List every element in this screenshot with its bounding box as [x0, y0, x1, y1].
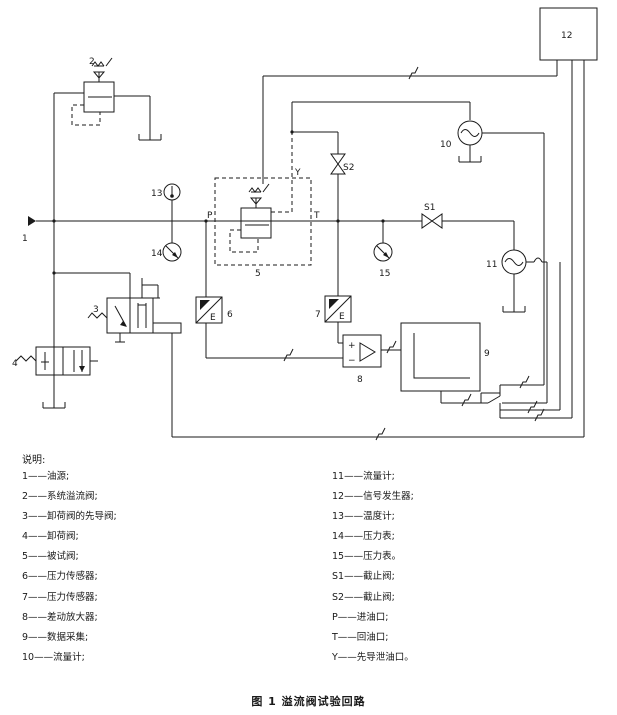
legend-item: 9——数据采集;	[22, 631, 89, 643]
label-11: 11	[486, 260, 497, 270]
legend-item: 6——压力传感器;	[22, 571, 98, 583]
label-10: 10	[440, 140, 452, 150]
legend-item: T——回油口;	[332, 631, 389, 643]
legend-item: 1——油源;	[22, 471, 70, 482]
label-2: 2	[89, 57, 95, 67]
legend-item: 7——压力传感器;	[22, 591, 98, 603]
legend-item: 11——流量计;	[332, 471, 395, 482]
legend-item: 14——压力表;	[332, 531, 395, 543]
legend-item: 10——流量计;	[22, 651, 85, 663]
legend-item: 12——信号发生器;	[332, 491, 414, 503]
legend-item: 5——被试阀;	[22, 551, 79, 563]
label-4: 4	[12, 359, 18, 369]
cutoff-valve-s1	[421, 213, 443, 229]
label-p: P	[207, 211, 213, 221]
pressure-gauge-14	[162, 221, 182, 262]
label-1: 1	[22, 234, 28, 244]
label-s1: S1	[424, 203, 435, 213]
label-14: 14	[151, 249, 163, 259]
pressure-sensor-7: E	[324, 295, 352, 344]
thermometer	[163, 183, 181, 221]
label-6: 6	[227, 310, 233, 320]
differential-amplifier: + −	[342, 334, 401, 368]
legend-item: S1——截止阀;	[332, 571, 395, 583]
main-pressure-line	[28, 216, 515, 250]
flow-meter-11	[501, 249, 547, 313]
svg-text:−: −	[348, 356, 356, 366]
legend-title: 说明:	[22, 455, 46, 466]
unloading-valve	[15, 346, 98, 409]
signal-line-12-to-5	[263, 66, 557, 80]
cutoff-valve-s2	[330, 132, 346, 296]
label-8: 8	[357, 375, 363, 385]
tested-relief-valve	[214, 76, 312, 266]
label-13: 13	[151, 189, 162, 199]
label-7: 7	[315, 310, 321, 320]
label-12: 12	[561, 31, 572, 41]
hydraulic-test-circuit-diagram: 1 2 13 14	[12, 7, 598, 441]
system-relief-valve	[71, 57, 162, 141]
legend-item: 2——系统溢流阀;	[22, 491, 98, 503]
legend-item: 4——卸荷阀;	[22, 531, 79, 543]
legend-item: 3——卸荷阀的先导阀;	[22, 511, 117, 523]
legend-item: 13——温度计;	[332, 511, 395, 523]
pressure-gauge-15	[373, 219, 393, 262]
label-15: 15	[379, 269, 390, 279]
legend-item: 8——差动放大器;	[22, 611, 98, 623]
label-e-6: E	[210, 313, 216, 323]
label-e-7: E	[339, 312, 345, 322]
pressure-sensor-6: E	[195, 219, 343, 362]
label-t: T	[313, 211, 320, 221]
legend-left-column: 1——油源; 2——系统溢流阀; 3——卸荷阀的先导阀; 4——卸荷阀; 5——被试阀;…	[22, 467, 117, 668]
figure-caption: 图 1 溢流阀试验回路	[251, 695, 366, 708]
label-9: 9	[484, 349, 490, 359]
pilot-drain-line	[290, 101, 471, 135]
unloading-pilot-valve	[54, 272, 584, 441]
legend-item: P——进油口;	[332, 611, 389, 623]
legend-item: Y——先导泄油口。	[332, 651, 414, 663]
data-acquisition	[400, 322, 572, 422]
label-5: 5	[255, 269, 261, 279]
label-s2: S2	[343, 163, 354, 173]
legend-right-column: 11——流量计; 12——信号发生器; 13——温度计; 14——压力表; 15——压力…	[332, 467, 414, 668]
legend-item: 15——压力表。	[332, 551, 402, 563]
flow-meter-10	[457, 120, 544, 163]
svg-text:+: +	[348, 341, 356, 351]
label-3: 3	[93, 305, 99, 315]
legend-item: S2——截止阀;	[332, 591, 395, 603]
label-y: Y	[294, 168, 301, 178]
signal-generator	[539, 7, 598, 437]
